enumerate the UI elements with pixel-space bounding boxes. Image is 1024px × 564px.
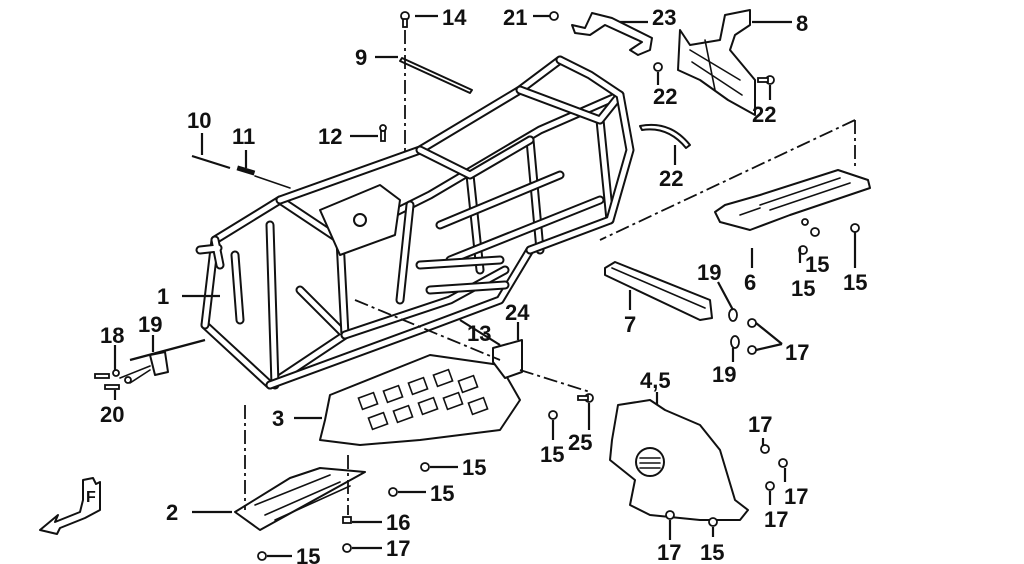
rod[interactable] — [399, 57, 473, 94]
callout-15[interactable]: 15 — [791, 276, 815, 301]
callout-19[interactable]: 19 — [712, 362, 736, 387]
callout-24[interactable]: 23 — [652, 5, 676, 30]
callout-3[interactable]: 3 — [272, 406, 284, 431]
callout-22[interactable]: 22 — [653, 84, 677, 109]
fasteners — [94, 11, 860, 561]
callout-17[interactable]: 17 — [386, 536, 410, 561]
callout-15[interactable]: 15 — [700, 540, 724, 564]
strap[interactable] — [639, 123, 691, 149]
callout-17[interactable]: 17 — [764, 507, 788, 532]
stud-bolt[interactable] — [191, 154, 231, 170]
callout-10[interactable]: 10 — [187, 108, 211, 133]
callout-14[interactable]: 14 — [442, 5, 467, 30]
callout-15[interactable]: 15 — [805, 252, 829, 277]
callout-labels: 1 2 3 4,5 6 7 8 9 10 11 12 13 14 15 15 1… — [100, 5, 867, 564]
callout-15[interactable]: 15 — [462, 455, 486, 480]
engine-side-cover[interactable] — [609, 399, 749, 521]
callout-9[interactable]: 9 — [355, 45, 367, 70]
main-frame[interactable] — [195, 55, 635, 390]
callout-4-5[interactable]: 4,5 — [640, 368, 671, 393]
plate[interactable] — [492, 339, 523, 379]
assembly-lines — [119, 30, 856, 515]
callout-12[interactable]: 12 — [318, 124, 342, 149]
callout-13[interactable]: 13 — [467, 321, 491, 346]
bracket[interactable] — [149, 351, 169, 376]
callout-23[interactable]: 22 — [659, 166, 683, 191]
callout-2[interactable]: 2 — [166, 500, 178, 525]
callout-7[interactable]: 7 — [624, 312, 636, 337]
callout-6[interactable]: 6 — [744, 270, 756, 295]
callout-22[interactable]: 22 — [752, 102, 776, 127]
callout-20[interactable]: 19 — [138, 312, 162, 337]
callout-16[interactable]: 16 — [386, 510, 410, 535]
callout-17[interactable]: 17 — [748, 412, 772, 437]
callout-19[interactable]: 18 — [100, 323, 124, 348]
rear-skid-plate[interactable] — [714, 169, 871, 231]
callout-26[interactable]: 25 — [568, 430, 592, 455]
front-direction-marker: F — [39, 477, 101, 535]
center-skid-plate[interactable] — [319, 354, 521, 446]
footrest-bracket[interactable] — [604, 261, 713, 321]
front-skid-plate[interactable] — [234, 467, 366, 531]
callout-19[interactable]: 19 — [697, 260, 721, 285]
callout-15[interactable]: 15 — [296, 544, 320, 564]
callout-8[interactable]: 8 — [796, 11, 808, 36]
callout-21[interactable]: 20 — [100, 402, 124, 427]
front-marker-letter: F — [86, 489, 96, 506]
callout-17[interactable]: 17 — [784, 484, 808, 509]
spring[interactable] — [236, 165, 256, 176]
callout-15[interactable]: 15 — [843, 270, 867, 295]
callout-25[interactable]: 24 — [505, 300, 530, 325]
leader-lines — [113, 14, 857, 558]
callout-1[interactable]: 1 — [157, 284, 169, 309]
rear-guard-plate[interactable] — [677, 9, 756, 116]
callout-18[interactable]: 17 — [785, 340, 809, 365]
callout-11[interactable]: 11 — [232, 124, 255, 149]
callout-17[interactable]: 17 — [657, 540, 681, 564]
rear-bracket[interactable] — [571, 12, 653, 56]
callout-15[interactable]: 15 — [540, 442, 564, 467]
callout-22[interactable]: 21 — [503, 5, 527, 30]
callout-15[interactable]: 15 — [430, 481, 454, 506]
